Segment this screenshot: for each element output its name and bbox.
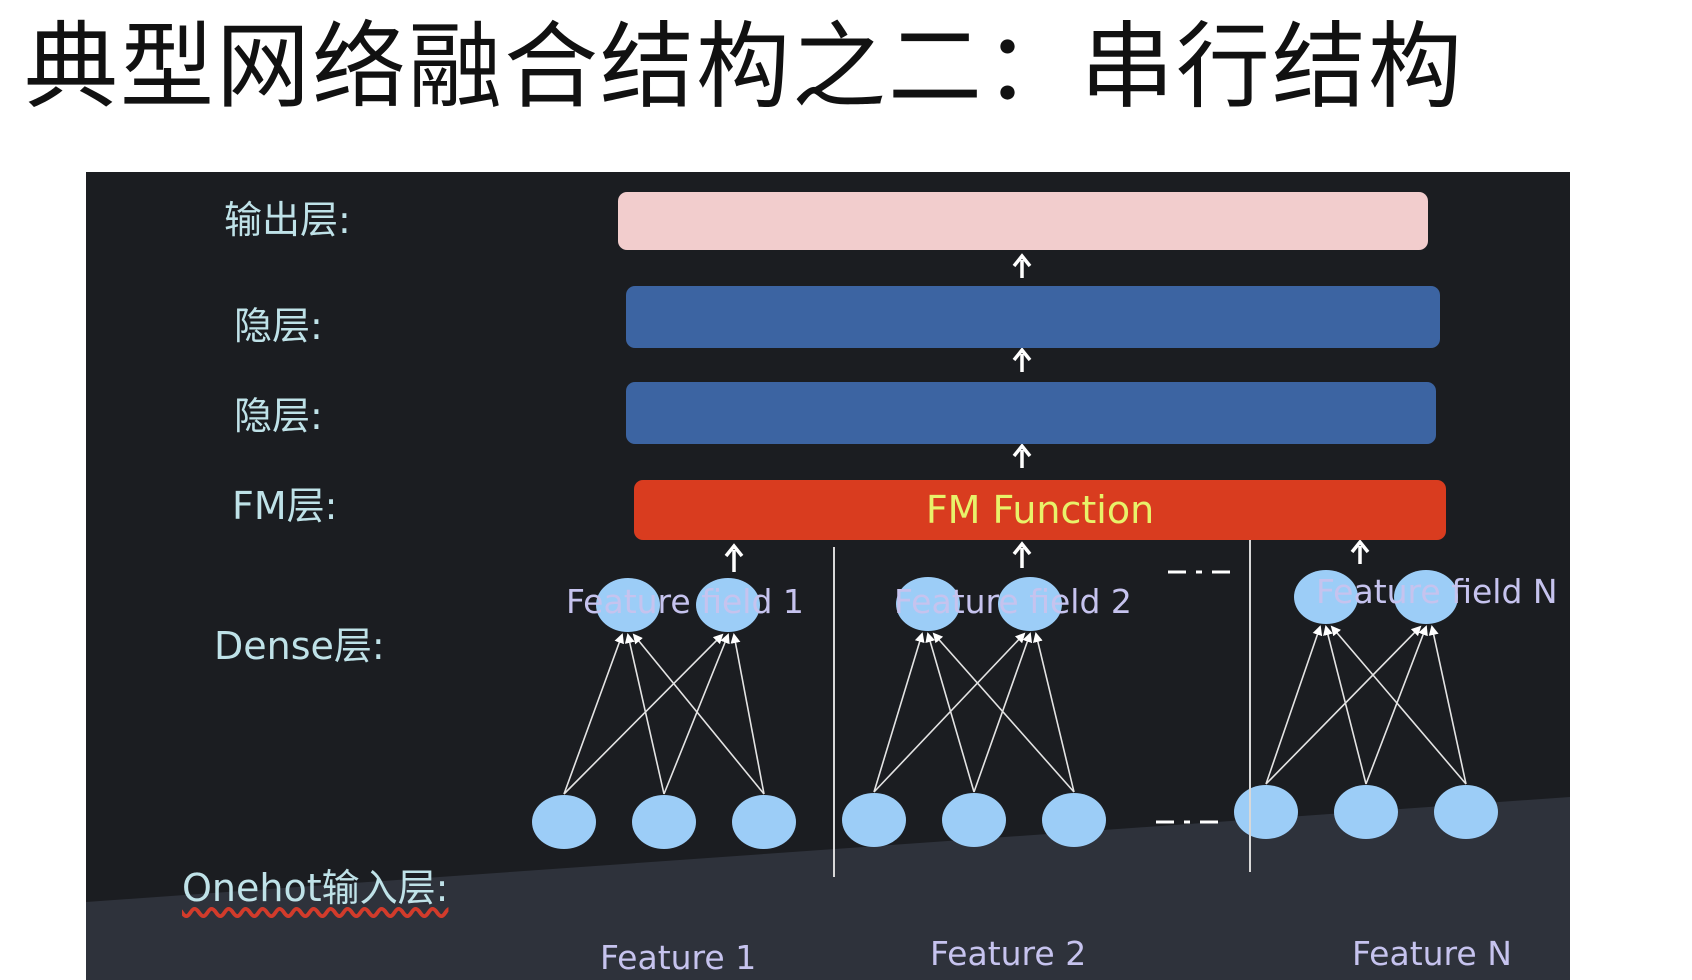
hidden-layer-bar-2 <box>626 382 1436 444</box>
dense-node <box>998 577 1062 631</box>
connection-arrow <box>873 632 1026 793</box>
onehot-node <box>1042 793 1106 847</box>
output-layer-bar <box>618 192 1428 250</box>
up-arrow-head <box>1012 347 1032 362</box>
connection-arrow <box>932 632 1075 793</box>
hidden-layer-bar-1 <box>626 286 1440 348</box>
up-arrow-head <box>1012 443 1032 458</box>
connection-arrow <box>632 633 765 795</box>
connection-arrow <box>1330 625 1467 785</box>
field-label-1: Feature field 1 <box>566 582 804 621</box>
dense-node <box>596 578 660 632</box>
connection-arrow <box>973 632 1033 793</box>
output-layer-label: 输出层: <box>224 198 351 242</box>
up-arrow-head <box>1012 541 1032 556</box>
page-title: 典型网络融合结构之二：串行结构 <box>24 13 1465 122</box>
dense-node <box>1294 570 1358 624</box>
onehot-layer-label: Onehot输入层: <box>182 866 448 910</box>
connection-arrow <box>1033 632 1075 793</box>
onehot-node <box>532 795 596 849</box>
onehot-label-text: Onehot输入层: <box>182 866 449 910</box>
connection-arrow <box>663 633 730 795</box>
diagram-canvas <box>86 253 1570 980</box>
dense-node <box>1394 570 1458 624</box>
onehot-node <box>732 795 796 849</box>
up-arrow-head <box>724 543 744 558</box>
connection-arrow <box>873 632 925 793</box>
connection-arrow <box>624 633 665 795</box>
connection-arrow <box>1428 625 1467 785</box>
connection-arrow <box>1323 625 1367 785</box>
onehot-node <box>1434 785 1498 839</box>
onehot-node <box>632 795 696 849</box>
connection-arrow <box>1265 625 1323 785</box>
ground-band <box>86 797 1570 980</box>
connection-arrow <box>563 633 624 795</box>
feature-label-2: Feature 2 <box>930 934 1087 973</box>
dense-node <box>896 577 960 631</box>
onehot-node <box>1334 785 1398 839</box>
connection-arrow <box>925 632 975 793</box>
connection-arrow <box>563 633 724 795</box>
diagram-panel: 输出层: 隐层: 隐层: FM层: Dense层: Onehot输入层: FM … <box>86 172 1570 980</box>
up-arrow-head <box>1012 253 1032 268</box>
onehot-node <box>942 793 1006 847</box>
field-label-2: Feature field 2 <box>894 582 1132 621</box>
dense-layer-label: Dense层: <box>214 624 385 668</box>
dense-node <box>696 578 760 632</box>
field-label-n: Feature field N <box>1316 572 1558 611</box>
feature-label-1: Feature 1 <box>600 938 757 977</box>
onehot-node <box>842 793 906 847</box>
up-arrow-head <box>1350 539 1370 554</box>
fm-layer-label: FM层: <box>232 484 338 528</box>
connection-arrow <box>1365 625 1428 785</box>
connection-arrow <box>730 633 765 795</box>
hidden-layer-label-1: 隐层: <box>234 304 323 348</box>
hidden-layer-label-2: 隐层: <box>234 394 323 438</box>
onehot-node <box>1234 785 1298 839</box>
fm-function-bar: FM Function <box>634 480 1446 540</box>
feature-label-n: Feature N <box>1352 934 1512 973</box>
connection-arrow <box>1265 625 1422 785</box>
